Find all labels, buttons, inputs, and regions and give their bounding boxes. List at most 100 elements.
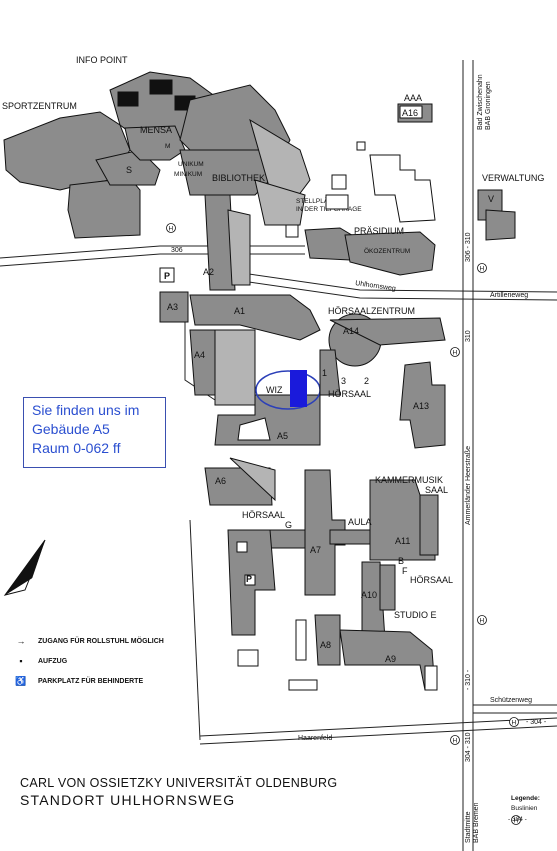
legend-item-parking: ♿ PARKPLATZ FÜR BEHINDERTE bbox=[14, 676, 143, 686]
legend-bus-304: - 304 - bbox=[508, 816, 527, 823]
label-a5: A5 bbox=[277, 431, 288, 441]
label-hoersaal-g: HÖRSAAL bbox=[242, 510, 285, 520]
building-a1-a3-a4: A3 A1 A4 bbox=[159, 291, 321, 406]
label-p-lower: P bbox=[246, 574, 252, 584]
label-unikum: UNIKUM bbox=[178, 161, 204, 168]
road-bab-bremen: BAB Bremen bbox=[473, 802, 480, 843]
legend-label-elevator: AUFZUG bbox=[38, 657, 68, 665]
label-a2: A2 bbox=[203, 267, 214, 277]
info-line-2: Gebäude A5 bbox=[32, 421, 110, 437]
label-a1: A1 bbox=[234, 306, 245, 316]
label-studio-e: STUDIO E bbox=[394, 610, 437, 620]
label-minikum: MINIKUM bbox=[174, 171, 202, 178]
label-hoersaal-1: HÖRSAAL bbox=[328, 389, 371, 399]
road-artillerieweg: Artillerieweg bbox=[490, 292, 528, 299]
label-a11: A11 bbox=[395, 536, 410, 546]
label-wiz: WIZ bbox=[266, 385, 283, 395]
label-v: V bbox=[488, 194, 494, 204]
bus-304-dash: - 304 - bbox=[526, 719, 547, 726]
bus-304-310: 304 - 310 bbox=[465, 732, 472, 762]
accessible-parking-icon: ♿ bbox=[15, 675, 27, 686]
road-uhlhornsweg: Uhlhornsweg bbox=[355, 280, 397, 293]
building-verwaltung: VERWALTUNG V bbox=[477, 173, 544, 241]
building-praesidium: PRÄSIDIUM ÖKOZENTRUM P bbox=[290, 226, 436, 276]
bus-stop-h-6: H bbox=[453, 738, 458, 745]
label-aaa: AAA bbox=[404, 93, 422, 103]
bus-310-lower: - 310 - bbox=[465, 669, 472, 690]
label-f: F bbox=[402, 566, 408, 576]
label-a13: A13 bbox=[413, 401, 429, 411]
label-a9: A9 bbox=[385, 654, 396, 664]
label-mensa: MENSA bbox=[140, 125, 172, 135]
label-g: G bbox=[285, 520, 292, 530]
legend-label-wheelchair: ZUGANG FÜR ROLLSTUHL MÖGLICH bbox=[38, 637, 164, 645]
label-hoersaal-num-3: 3 bbox=[341, 376, 346, 386]
legend-heading: Legende: bbox=[511, 795, 540, 802]
site-title: STANDORT UHLHORNSWEG bbox=[20, 792, 236, 808]
building-a13: A13 bbox=[399, 361, 446, 449]
label-aula: AULA bbox=[348, 517, 372, 527]
building-a2: A2 bbox=[203, 194, 251, 291]
bus-stop-h-legend: H bbox=[514, 818, 519, 825]
bus-stop-h-5: H bbox=[512, 720, 517, 727]
label-b: B bbox=[398, 556, 404, 566]
legend-buslinien: Buslinien bbox=[511, 805, 538, 812]
roads bbox=[0, 60, 557, 851]
label-a4: A4 bbox=[194, 350, 205, 360]
elevator-icon: ▪ bbox=[19, 656, 23, 666]
label-a6: A6 bbox=[215, 476, 226, 486]
parking-marks: P bbox=[159, 224, 438, 691]
legend-item-wheelchair: → ZUGANG FÜR ROLLSTUHL MÖGLICH bbox=[14, 636, 164, 646]
label-s: S bbox=[126, 165, 132, 175]
label-kammermusik: KAMMERMUSIK bbox=[375, 475, 443, 485]
building-aula-complex: HÖRSAAL G A7 AULA A11 KAMMERMUSIK SAAL bbox=[242, 469, 448, 596]
legend-label-parking: PARKPLATZ FÜR BEHINDERTE bbox=[38, 677, 144, 685]
bus-stop-markers: H H H H H H H bbox=[166, 223, 521, 825]
bus-stop-h-3: H bbox=[453, 350, 458, 357]
label-a3: A3 bbox=[167, 302, 178, 312]
building-hoersaalzentrum: HÖRSAALZENTRUM A14 HÖRSAAL 1 3 2 bbox=[319, 306, 446, 399]
label-m: M bbox=[165, 143, 170, 150]
label-a7: A7 bbox=[310, 545, 321, 555]
label-a16: A16 bbox=[402, 108, 418, 118]
label-hoersaalzentrum: HÖRSAALZENTRUM bbox=[328, 306, 415, 316]
label-praesidium: PRÄSIDIUM bbox=[354, 226, 404, 236]
building-a8-a9-a10: B F HÖRSAAL A10 STUDIO E A9 A8 bbox=[314, 556, 453, 691]
bus-stop-h-1: H bbox=[169, 226, 174, 233]
location-info-box: Sie finden uns im Gebäude A5 Raum 0-062 … bbox=[23, 397, 166, 468]
building-outlines-upper bbox=[325, 141, 436, 223]
label-a14: A14 bbox=[343, 326, 359, 336]
label-a10: A10 bbox=[361, 590, 377, 600]
building-lower-left: P bbox=[227, 529, 318, 691]
label-oekozentrum: ÖKOZENTRUM bbox=[364, 247, 410, 255]
wiz-highlight-room bbox=[290, 370, 307, 407]
road-bad-zwischenahn: Bad Zwischenahn bbox=[477, 74, 484, 130]
road-stadtmitte: Stadtmitte bbox=[465, 811, 472, 843]
bus-310-mid: 310 bbox=[465, 330, 472, 342]
label-saal: SAAL bbox=[425, 485, 448, 495]
label-hoersaal-num-2: 2 bbox=[364, 376, 369, 386]
bus-stop-h-4: H bbox=[480, 618, 485, 625]
label-hoersaal-f: HÖRSAAL bbox=[410, 575, 453, 585]
label-hoersaal-num-1: 1 bbox=[322, 368, 327, 378]
label-bibliothek: BIBLIOTHEK bbox=[212, 173, 265, 183]
info-line-3: Raum 0-062 ff bbox=[32, 440, 121, 456]
info-line-1: Sie finden uns im bbox=[32, 402, 140, 418]
label-info-point: INFO POINT bbox=[76, 55, 128, 65]
label-a8: A8 bbox=[320, 640, 331, 650]
road-ammerlaender: Ammerländer Heerstraße bbox=[465, 446, 472, 525]
building-mensa-bibliothek: INFO POINT SPORTZENTRUM MENSA M UNIKUM M… bbox=[2, 55, 362, 226]
road-haarenfeld: Haarenfeld bbox=[298, 735, 332, 742]
bus-306-310: 306 - 310 bbox=[465, 232, 472, 262]
road-labels: Uhlhornsweg Artillerieweg Ammerländer He… bbox=[171, 74, 547, 843]
label-p-a3: P bbox=[164, 271, 170, 281]
university-title: CARL VON OSSIETZKY UNIVERSITÄT OLDENBURG bbox=[20, 776, 338, 790]
bus-stop-h-2: H bbox=[480, 266, 485, 273]
label-sportzentrum: SPORTZENTRUM bbox=[2, 101, 77, 111]
wheelchair-access-arrow-icon: → bbox=[16, 636, 26, 646]
road-bab-groningen: BAB Groningen bbox=[485, 81, 492, 130]
bus-306: 306 bbox=[171, 247, 183, 254]
legend-item-elevator: ▪ AUFZUG bbox=[14, 656, 67, 666]
north-arrow-icon bbox=[3, 539, 46, 596]
